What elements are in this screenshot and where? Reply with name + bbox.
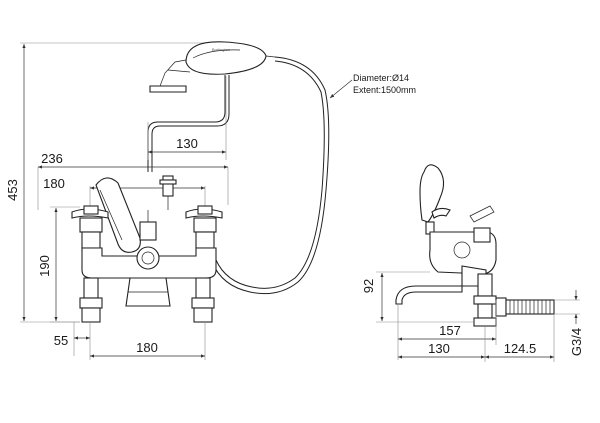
side-spout [395, 285, 463, 305]
hose-note: Diameter:Ø14 Extent:1500mm [329, 73, 416, 99]
dim-label-overall-width: 236 [41, 151, 63, 166]
dim-hose-offset: 130 [147, 76, 227, 160]
dim-body-height: 190 [37, 206, 80, 323]
dim-overall-width: 236 [37, 151, 229, 210]
hose-diameter-note: Diameter:Ø14 [353, 73, 409, 83]
riser-pipe [147, 75, 230, 172]
dim-spout-height: 92 [361, 271, 474, 323]
front-view: 453 Burlington 130 [5, 41, 416, 360]
dim-base-offset: 55 [54, 322, 91, 360]
dim-label-spout-height: 92 [361, 279, 376, 293]
dim-label-spout-length: 157 [439, 323, 461, 338]
left-leg [79, 277, 103, 323]
side-view: 92 157 130 124.5 G3/4 [361, 164, 584, 362]
dim-bottom-row: 130 124.5 [398, 314, 555, 362]
hose-extent-note: Extent:1500mm [353, 85, 416, 95]
dim-label-overall-height: 453 [5, 179, 20, 201]
dim-label-tail-length: 124.5 [504, 341, 537, 356]
right-cross-handle [185, 205, 223, 249]
side-body [429, 227, 497, 287]
dim-label-body-height: 190 [37, 255, 52, 277]
dim-label-base-offset: 55 [54, 333, 68, 348]
shower-handset: Burlington [149, 41, 276, 93]
dim-overall-height: 453 [5, 42, 215, 323]
side-pillar [473, 273, 497, 327]
side-threaded-tail [495, 297, 555, 317]
handset-brand-mark: Burlington [212, 47, 230, 52]
dim-label-spout-to-centre: 130 [428, 341, 450, 356]
dim-thread: G3/4 [554, 290, 584, 356]
dim-label-centres: 180 [136, 340, 158, 355]
front-spout [125, 277, 171, 307]
dim-label-hose-offset: 130 [176, 136, 198, 151]
dim-label-thread: G3/4 [569, 328, 584, 356]
right-leg [191, 277, 215, 323]
dim-spout-length: 157 [397, 300, 497, 360]
dim-label-handle-span: 180 [43, 176, 65, 191]
flexible-hose [199, 56, 330, 295]
left-cross-handle [71, 205, 109, 249]
hose-connector [159, 175, 177, 210]
diverter-lever [95, 177, 141, 253]
dim-centres: 180 [90, 322, 206, 360]
side-lever [419, 164, 495, 235]
